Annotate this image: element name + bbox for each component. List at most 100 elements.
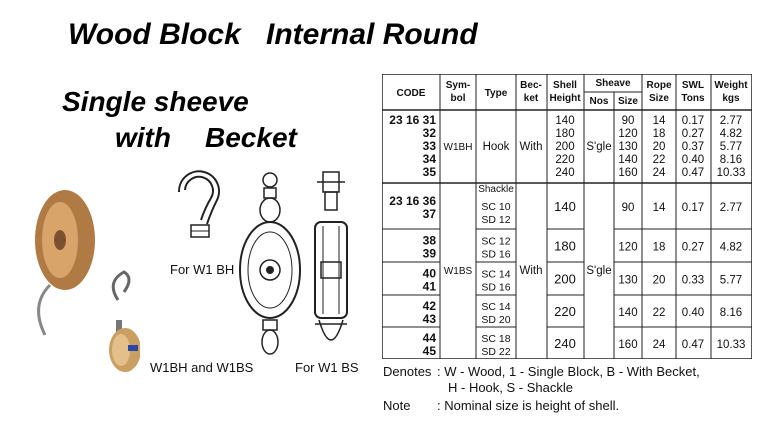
g1-code-4: 35 xyxy=(423,165,437,179)
g2-rope-0: 14 xyxy=(653,202,666,214)
wood-block-photo xyxy=(35,190,140,372)
g1-code-1: 32 xyxy=(423,126,437,140)
g2-swl-1: 0.27 xyxy=(682,242,704,254)
g2-size-3: 140 xyxy=(618,307,637,319)
g2-code1-2: 40 xyxy=(423,267,437,281)
hdr-becket-1: Bec- xyxy=(520,80,542,91)
g1-shell-1: 180 xyxy=(555,128,574,140)
g1-rope-1: 18 xyxy=(653,128,666,140)
g2-type-header: Shackle xyxy=(478,184,514,195)
hdr-code: CODE xyxy=(397,88,426,99)
note-label: Note xyxy=(383,398,411,413)
g1-size-0: 90 xyxy=(622,115,635,127)
g2-type2-3: SD 20 xyxy=(481,314,510,326)
g2-weight-3: 8.16 xyxy=(720,307,742,319)
g1-shell-2: 200 xyxy=(555,141,574,153)
g2-weight-1: 4.82 xyxy=(720,242,742,254)
g2-type2-1: SD 16 xyxy=(481,249,510,261)
caption-w1bh: For W1 BH xyxy=(170,262,235,277)
g1-size-3: 140 xyxy=(618,154,637,166)
hook-drawing xyxy=(177,170,220,238)
g1-type: Hook xyxy=(483,141,510,153)
g1-weight-0: 2.77 xyxy=(720,115,742,127)
denotes-line-2: H - Hook, S - Shackle xyxy=(448,380,573,395)
g1-weight-2: 5.77 xyxy=(720,141,742,153)
g1-rope-0: 14 xyxy=(653,115,666,127)
g1-size-2: 130 xyxy=(618,141,637,153)
g2-code1-4: 44 xyxy=(423,331,437,345)
g2-size-1: 120 xyxy=(618,242,637,254)
g2-swl-0: 0.17 xyxy=(682,202,704,214)
hdr-shell-2: Height xyxy=(549,93,581,104)
g2-type2-0: SD 12 xyxy=(481,214,510,226)
g2-swl-2: 0.33 xyxy=(682,275,704,287)
g2-shell-1: 180 xyxy=(554,239,576,254)
g2-type1-1: SC 12 xyxy=(481,236,510,248)
hdr-weight-1: Weight xyxy=(714,80,748,91)
g2-nos: S'gle xyxy=(586,265,611,277)
g2-type1-0: SC 10 xyxy=(481,201,510,213)
g2-code2-4: 45 xyxy=(423,344,437,358)
title-wood-block: Wood Block xyxy=(68,18,241,51)
g2-weight-4: 10.33 xyxy=(717,339,746,351)
g1-swl-3: 0.40 xyxy=(682,154,704,166)
hdr-size: Size xyxy=(618,96,638,107)
g2-code1-1: 38 xyxy=(423,234,437,248)
g1-rope-2: 20 xyxy=(653,141,666,153)
g2-shell-4: 240 xyxy=(554,336,576,351)
g2-code2-0: 37 xyxy=(423,207,437,221)
g1-swl-2: 0.37 xyxy=(682,141,704,153)
hdr-symbol-2: bol xyxy=(451,93,466,104)
g2-code2-2: 41 xyxy=(423,280,437,294)
g1-becket: With xyxy=(520,141,543,153)
g1-shell-4: 240 xyxy=(555,167,574,179)
g2-type1-4: SC 18 xyxy=(481,333,510,345)
g1-code-3: 34 xyxy=(423,152,437,166)
g2-swl-3: 0.40 xyxy=(682,307,704,319)
note-text: : Nominal size is height of shell. xyxy=(437,398,620,413)
denotes-line-1: : W - Wood, 1 - Single Block, B - With B… xyxy=(437,364,700,379)
g2-becket: With xyxy=(520,265,543,277)
g1-size-1: 120 xyxy=(618,128,637,140)
hdr-rope-2: Size xyxy=(649,93,669,104)
hdr-weight-2: kgs xyxy=(722,93,740,104)
hdr-sheave: Sheave xyxy=(595,78,630,89)
spec-table: CODE Sym- bol Type Bec- ket Shell Height… xyxy=(382,74,752,359)
g2-size-4: 160 xyxy=(618,339,637,351)
g2-rope-2: 20 xyxy=(653,275,666,287)
g1-rope-4: 24 xyxy=(653,167,666,179)
caption-w1bs: For W1 BS xyxy=(295,360,359,375)
g2-code1-3: 42 xyxy=(423,299,437,313)
g1-weight-1: 4.82 xyxy=(720,128,742,140)
g2-rope-4: 24 xyxy=(653,339,666,351)
g2-rope-1: 18 xyxy=(653,242,666,254)
g2-code1-0: 23 16 36 xyxy=(389,194,436,208)
title-with: with xyxy=(115,122,171,153)
g2-weight-2: 5.77 xyxy=(720,275,742,287)
g2-shell-2: 200 xyxy=(554,272,576,287)
hdr-rope-1: Rope xyxy=(647,80,672,91)
block-front-drawing xyxy=(239,172,301,355)
g1-nos: S'gle xyxy=(586,141,611,153)
g2-type1-2: SC 14 xyxy=(481,269,510,281)
g2-shell-3: 220 xyxy=(554,304,576,319)
g2-code2-1: 39 xyxy=(423,247,437,261)
title-single-sheeve: Single sheeve xyxy=(62,86,249,117)
g1-symbol: W1BH xyxy=(444,142,473,153)
title-becket: Becket xyxy=(205,122,297,153)
hdr-swl-2: Tons xyxy=(681,93,705,104)
g2-weight-0: 2.77 xyxy=(720,202,742,214)
g2-code2-3: 43 xyxy=(423,312,437,326)
g2-symbol: W1BS xyxy=(444,266,473,277)
g1-weight-3: 8.16 xyxy=(720,154,742,166)
g2-shell-0: 140 xyxy=(554,199,576,214)
g2-type2-2: SD 16 xyxy=(481,282,510,294)
g2-rope-3: 22 xyxy=(653,307,666,319)
g1-shell-0: 140 xyxy=(555,115,574,127)
g1-code-2: 33 xyxy=(423,139,437,153)
hdr-shell-1: Shell xyxy=(553,80,577,91)
g1-rope-3: 22 xyxy=(653,154,666,166)
g1-size-4: 160 xyxy=(618,167,637,179)
g1-code-0: 23 16 31 xyxy=(389,113,436,127)
g2-size-2: 130 xyxy=(618,275,637,287)
